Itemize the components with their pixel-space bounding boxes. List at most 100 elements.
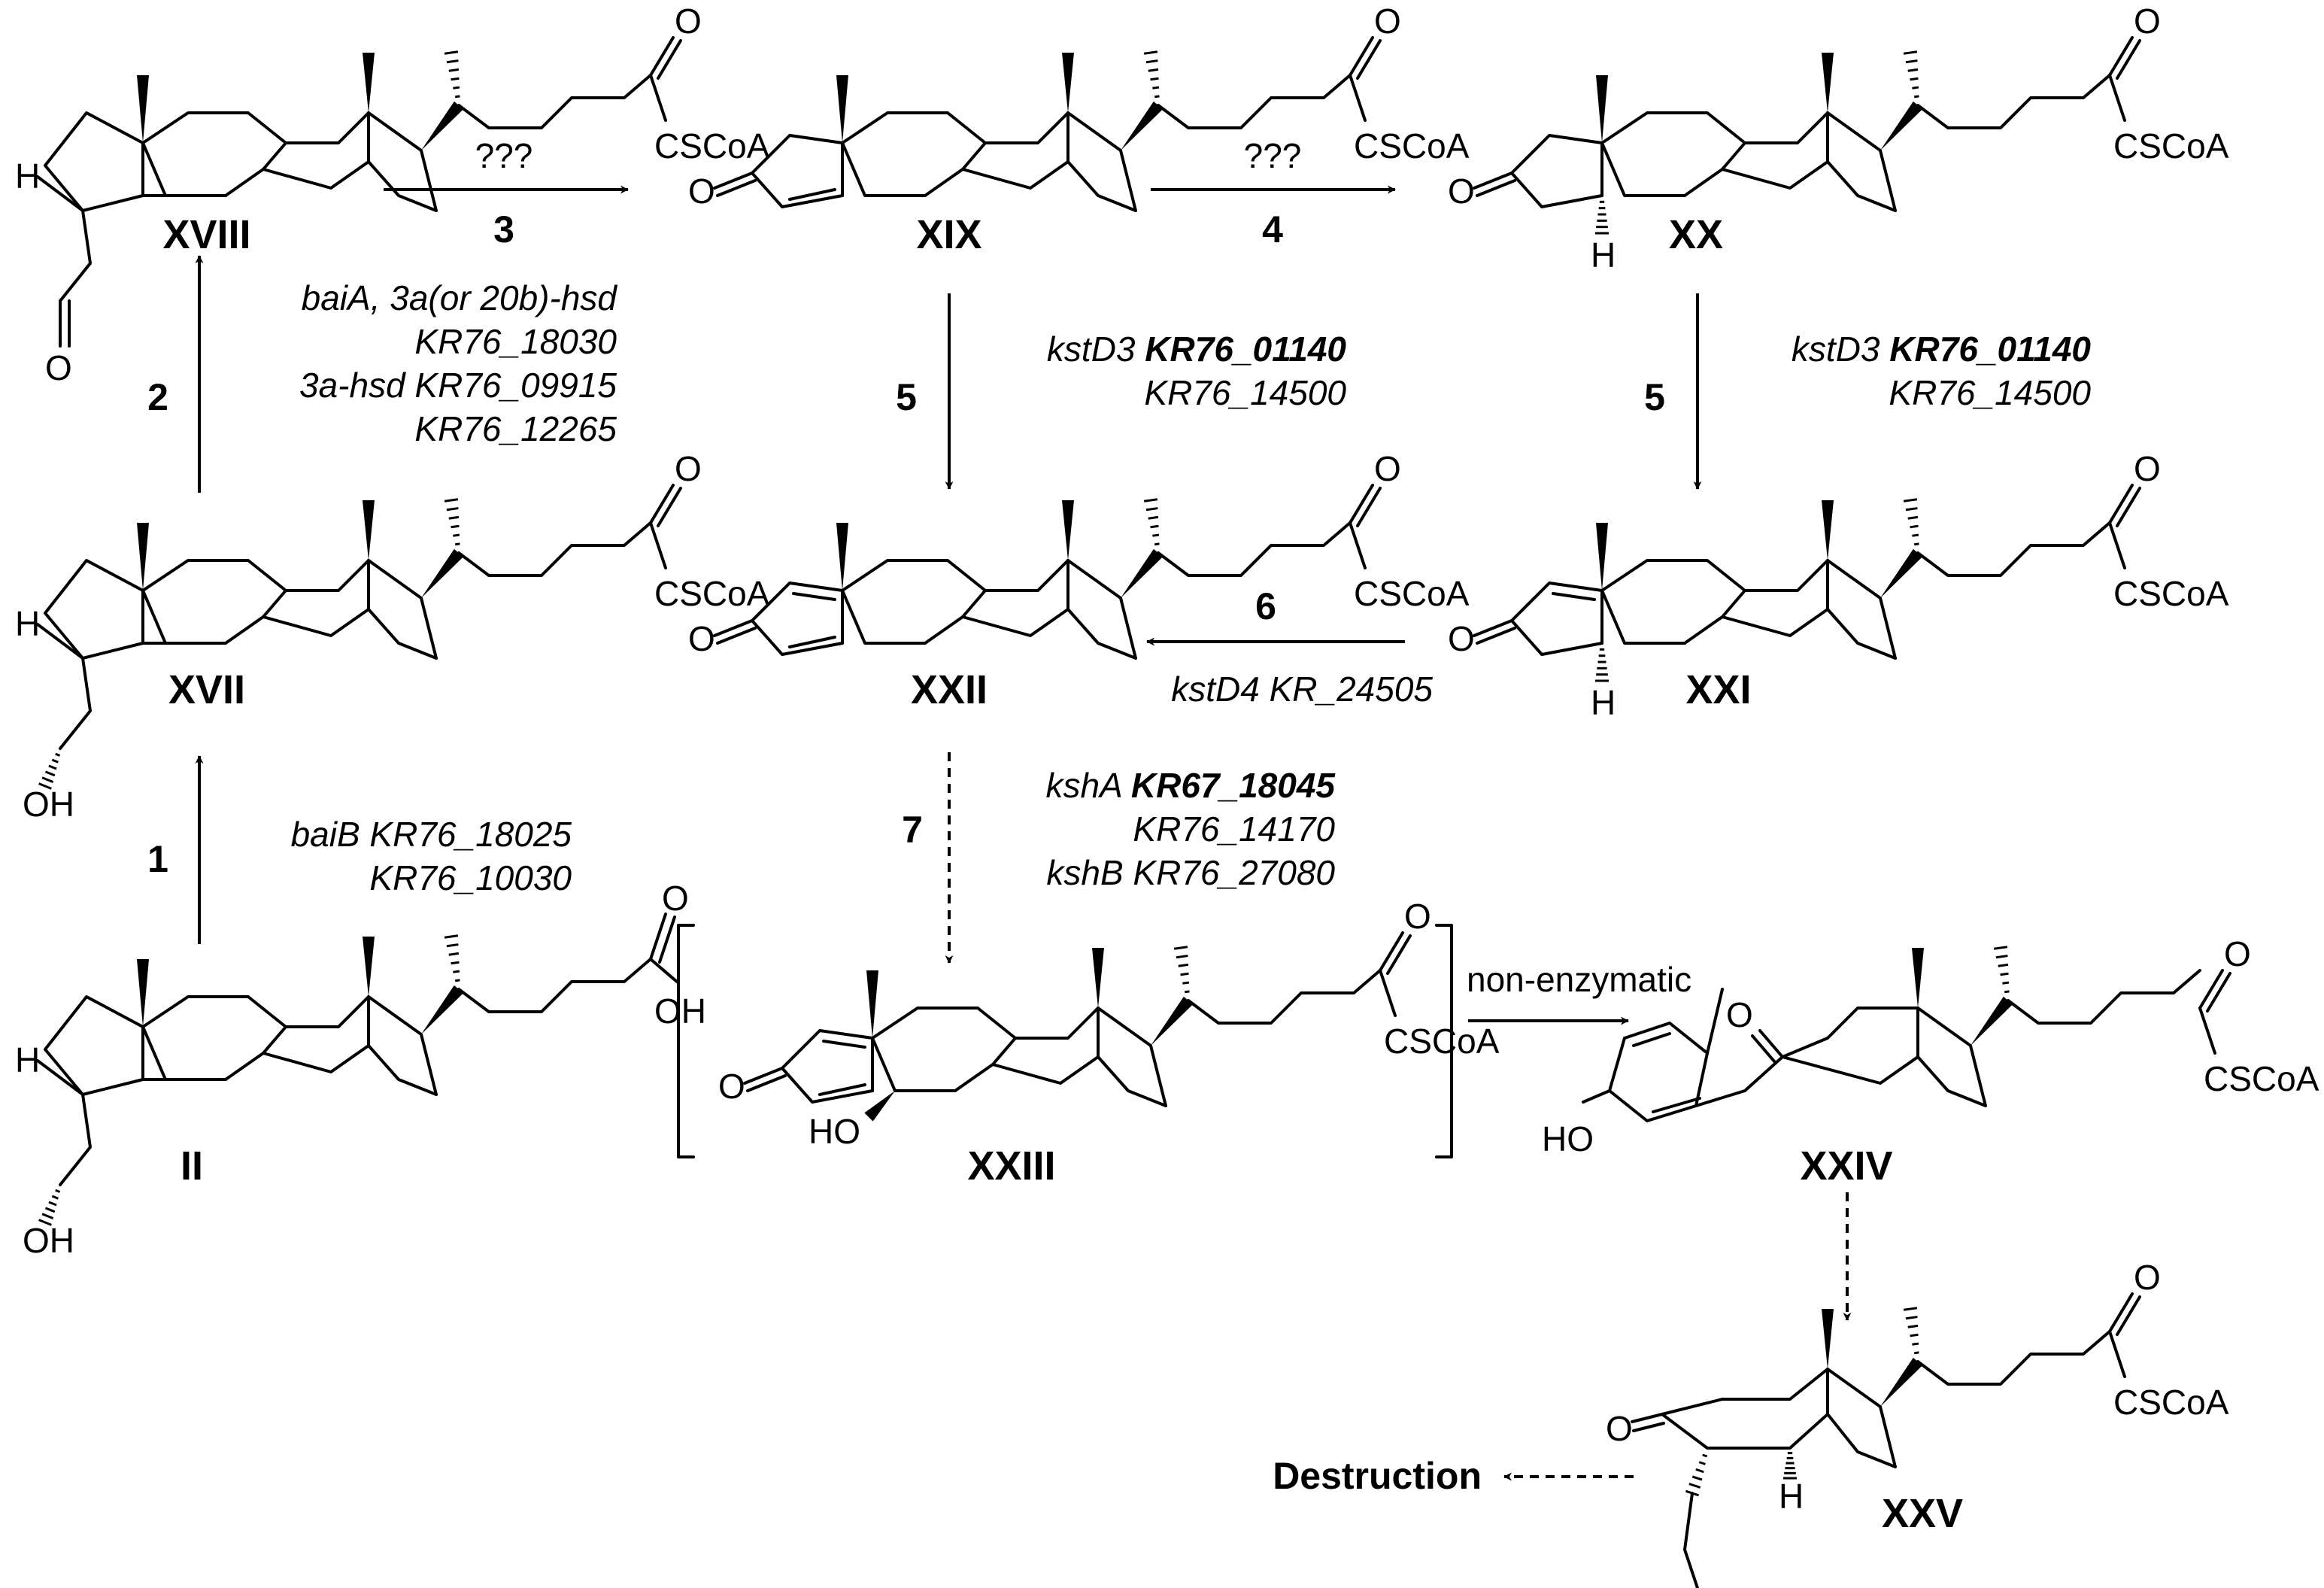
- side-chain-methyl: [1143, 50, 1160, 99]
- ring-d: [367, 559, 438, 660]
- gene-annotation-line: baiA, 3a(or 20b)-hsd: [302, 278, 618, 317]
- bracket-right: [1435, 924, 1453, 1158]
- c3-carbonyl-double: [716, 627, 757, 645]
- keto-bond-double: [2116, 39, 2141, 80]
- ring-c-top: [284, 111, 370, 144]
- hash-stroke: [1903, 50, 1918, 55]
- aromatic-double-2: [1652, 1097, 1701, 1113]
- hash-stroke: [1148, 68, 1159, 72]
- step-number-5-right: 5: [1644, 376, 1665, 418]
- ring-c-top: [1743, 111, 1829, 144]
- hash-stroke: [446, 59, 459, 64]
- ring-d: [1066, 559, 1137, 660]
- ring-a-c3: [59, 657, 92, 750]
- side-chain: [457, 74, 652, 129]
- keto-bond: [649, 36, 675, 77]
- ring-bc-junction: [954, 1037, 1017, 1092]
- ring-c-top: [284, 995, 370, 1028]
- ring-bc-junction: [1683, 589, 1746, 645]
- side-chain-wedge: [421, 985, 464, 1034]
- hash-stroke: [44, 1207, 56, 1213]
- ring-c-bottom: [262, 1044, 370, 1073]
- gene-id-bold: KR76_01140: [1889, 329, 2091, 369]
- side-chain-wedge: [1880, 548, 1923, 598]
- ring-c-top: [984, 559, 1069, 592]
- hash-stroke: [48, 1201, 57, 1207]
- c1-c2-double: [1552, 592, 1596, 601]
- hash-stroke: [1907, 68, 1919, 72]
- gene-id: KR76_10030: [369, 858, 572, 897]
- hash-stroke: [1903, 498, 1918, 503]
- gene-id-bold: KR67_18045: [1131, 766, 1336, 805]
- c4-c5-double: [788, 188, 836, 201]
- thioester-bond: [2108, 1330, 2126, 1378]
- hydrogen-alpha: H: [1779, 1477, 1804, 1516]
- methyl-c18: [363, 53, 375, 113]
- hash-stroke: [38, 782, 52, 790]
- hydrogen-5alpha-hash: [1595, 648, 1609, 682]
- compound-label: XIX: [916, 212, 981, 257]
- coenzyme-a-thioester: CSCoA: [654, 574, 770, 613]
- hash-stroke: [1905, 1316, 1918, 1320]
- hydrogen-alpha-hash: [1783, 1452, 1797, 1480]
- step-labels: 1 2 3 ??? 4 ??? 5 5 6 7 non-enzymatic De…: [147, 136, 1691, 1497]
- hash-stroke: [2004, 990, 2010, 994]
- ring-d: [1916, 1007, 1987, 1107]
- compound-label: II: [181, 1143, 203, 1189]
- side-chain-wedge: [1880, 1357, 1923, 1407]
- ring-d: [367, 995, 438, 1096]
- side-chain-wedge: [1880, 101, 1923, 150]
- gene-annotation-line: KR76_14500: [1889, 373, 2091, 412]
- seco-chain: [1694, 1055, 1784, 1107]
- ring-d: [367, 111, 438, 212]
- thioester-bond: [1349, 521, 1367, 569]
- hash-stroke: [1913, 542, 1919, 546]
- hash-stroke: [454, 542, 460, 546]
- coenzyme-a-thioester: CSCoA: [654, 126, 770, 165]
- ring-a-c3: [59, 1093, 92, 1186]
- hash-stroke: [1913, 95, 1919, 99]
- non-enzymatic-label: non-enzymatic: [1467, 960, 1691, 999]
- compound-xxv: OCOOHHOCSCoAXXV: [1606, 1258, 2229, 1588]
- gene-id: KR76_18030: [414, 322, 617, 361]
- keto-bond-double: [1386, 934, 1412, 975]
- ring-a: [44, 111, 167, 212]
- side-chain-wedge: [1121, 548, 1164, 598]
- ring-c-bottom: [1721, 608, 1829, 637]
- hash-stroke: [1182, 981, 1190, 985]
- compound-label: XVII: [168, 667, 245, 712]
- thioester-bond: [1379, 969, 1397, 1017]
- methyl-c19: [866, 970, 878, 1038]
- h-bond: [36, 623, 84, 660]
- c5-carbonyl-double: [1632, 1422, 1665, 1432]
- side-chain: [1187, 969, 1382, 1025]
- ring-c-bottom: [262, 160, 370, 190]
- step-number-3: 3: [493, 208, 514, 250]
- hash-stroke: [451, 961, 460, 965]
- hash-stroke: [2000, 972, 2009, 976]
- gene-id: kstD3: [1792, 329, 1889, 369]
- side-chain: [1916, 74, 2111, 129]
- side-chain-wedge: [421, 548, 464, 598]
- methyl-c19: [137, 75, 149, 143]
- ring-bc-junction: [224, 589, 287, 645]
- c3-carbonyl-double: [746, 1074, 787, 1092]
- hash-stroke: [51, 1195, 59, 1200]
- ring-bc-junction: [924, 141, 987, 197]
- coenzyme-a-thioester: CSCoA: [2204, 1059, 2319, 1098]
- hash-stroke: [1993, 946, 2008, 950]
- hash-stroke: [1148, 515, 1159, 520]
- step-3-unknown: ???: [475, 136, 533, 175]
- ring-bc-junction: [224, 1025, 287, 1081]
- c3-carbonyl: [1473, 172, 1513, 190]
- c1-c2-double: [822, 1040, 866, 1049]
- hash-stroke: [1912, 86, 1919, 90]
- phenol-hydroxyl: HO: [1542, 1119, 1594, 1158]
- hash-stroke: [1184, 990, 1190, 994]
- methyl-c19: [137, 959, 149, 1027]
- gene-annotation-line: 3a-hsd KR76_09915: [299, 366, 617, 405]
- methyl-c18: [1092, 948, 1104, 1008]
- acid-hydroxyl-bond: [649, 958, 678, 983]
